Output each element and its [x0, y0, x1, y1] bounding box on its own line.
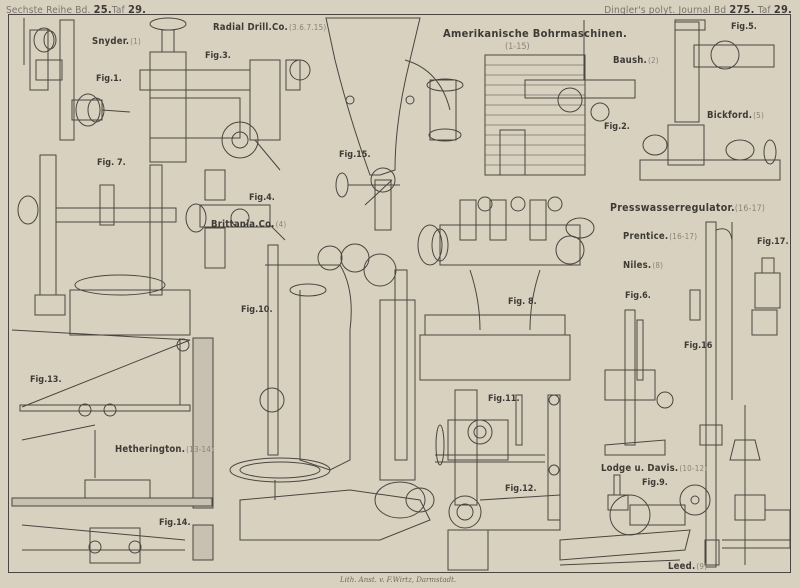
- manufacturer-label-brittania: Brittania.Co.(4): [211, 219, 287, 230]
- manufacturer-label-lodge-davis: Lodge u. Davis.(10-12): [601, 463, 708, 474]
- fig13-hetherington-drill-drawing: [11, 337, 214, 509]
- figure-label-11: Fig.11.: [488, 394, 520, 404]
- figure-label-1: Fig.1.: [96, 74, 122, 84]
- plate-number: 29.: [773, 3, 792, 16]
- manufacturer-label-baush: Baush.(2): [613, 55, 659, 66]
- figure-label-13: Fig.13.: [30, 375, 62, 385]
- plate-title: Amerikanische Bohrmaschinen.: [443, 27, 628, 40]
- figure-label-12: Fig.12.: [505, 484, 537, 494]
- figure-label-9: Fig.9.: [642, 478, 668, 488]
- manufacturer-label-prentice: Prentice.(16-17): [623, 231, 698, 242]
- figure-label-2: Fig.2.: [604, 122, 630, 132]
- plate-number: 29.: [127, 3, 147, 16]
- manufacturer-label-leed: Leed.(9): [668, 561, 708, 572]
- fig2-baush-drill-drawing: [484, 20, 636, 176]
- figure-label-17: Fig.17.: [757, 237, 789, 247]
- fig1-snyder-drill-drawing: [23, 18, 131, 141]
- manufacturer-label-bickford: Bickford.(5): [707, 110, 764, 121]
- fig7-radial-drill-drawing: [11, 154, 191, 341]
- figure-label-14: Fig.14.: [159, 518, 191, 528]
- plate-title-range: (1-15): [505, 42, 530, 52]
- fig5-bickford-drill-drawing: [639, 19, 781, 181]
- fig4-brittania-drill-drawing: [185, 169, 286, 269]
- figure-label-8: Fig. 8.: [508, 297, 537, 307]
- figure-label-3: Fig.3.: [205, 51, 231, 61]
- figure-label-7: Fig. 7.: [97, 158, 126, 168]
- fig9-leed-drill-drawing: [559, 474, 711, 566]
- series-label: Sechste Reihe Bd.: [6, 5, 91, 16]
- figure-label-4: Fig.4.: [249, 193, 275, 203]
- fig3-radial-drill-drawing: [139, 17, 311, 171]
- fig6-radial-drill-drawing: [604, 309, 674, 456]
- plate-header-right: Dingler's polyt. Journal Bd 275. Taf 29.: [604, 3, 792, 16]
- fig14-hetherington-plan-drawing: [21, 524, 214, 564]
- manufacturer-label-snyder: Snyder.(1): [92, 36, 142, 47]
- journal-label: Dingler's polyt. Journal Bd: [604, 5, 727, 16]
- journal-volume: 275.: [729, 3, 755, 16]
- manufacturer-label-radial-drill: Radial Drill.Co.(3.6.7.15): [213, 22, 327, 33]
- fig16-pressure-regulator-drawing: [689, 221, 790, 568]
- figure-label-6: Fig.6.: [625, 291, 651, 301]
- figure-label-10: Fig.10.: [241, 305, 273, 315]
- plate-prefix: Taf: [757, 5, 771, 16]
- fig8-niles-drill-drawing: [417, 196, 595, 381]
- plate-frame: [8, 14, 791, 573]
- figure-label-5: Fig.5.: [731, 22, 757, 32]
- fig15-drill-drawing: [325, 17, 464, 231]
- fig17-regulator-detail-drawing: [729, 257, 791, 565]
- regulator-heading: Presswasserregulator.(16-17): [610, 202, 766, 214]
- plate-prefix: Taf: [111, 5, 125, 16]
- manufacturer-label-hetherington: Hetherington.(13-14): [115, 444, 215, 455]
- volume-number: 25.: [93, 3, 112, 16]
- manufacturer-label-niles: Niles.(8): [623, 260, 664, 271]
- fig10-lodge-davis-drill-drawing: [229, 243, 435, 541]
- lithographer-imprint: Lith. Anst. v. F.Wirtz, Darmstadt.: [340, 576, 457, 584]
- plate-header-left: Sechste Reihe Bd. 25.Taf 29.: [6, 3, 146, 16]
- figure-label-15: Fig.15.: [339, 150, 371, 160]
- figure-label-16: Fig.16: [684, 341, 713, 351]
- fig11-12-lodge-davis-detail-drawing: [435, 389, 561, 571]
